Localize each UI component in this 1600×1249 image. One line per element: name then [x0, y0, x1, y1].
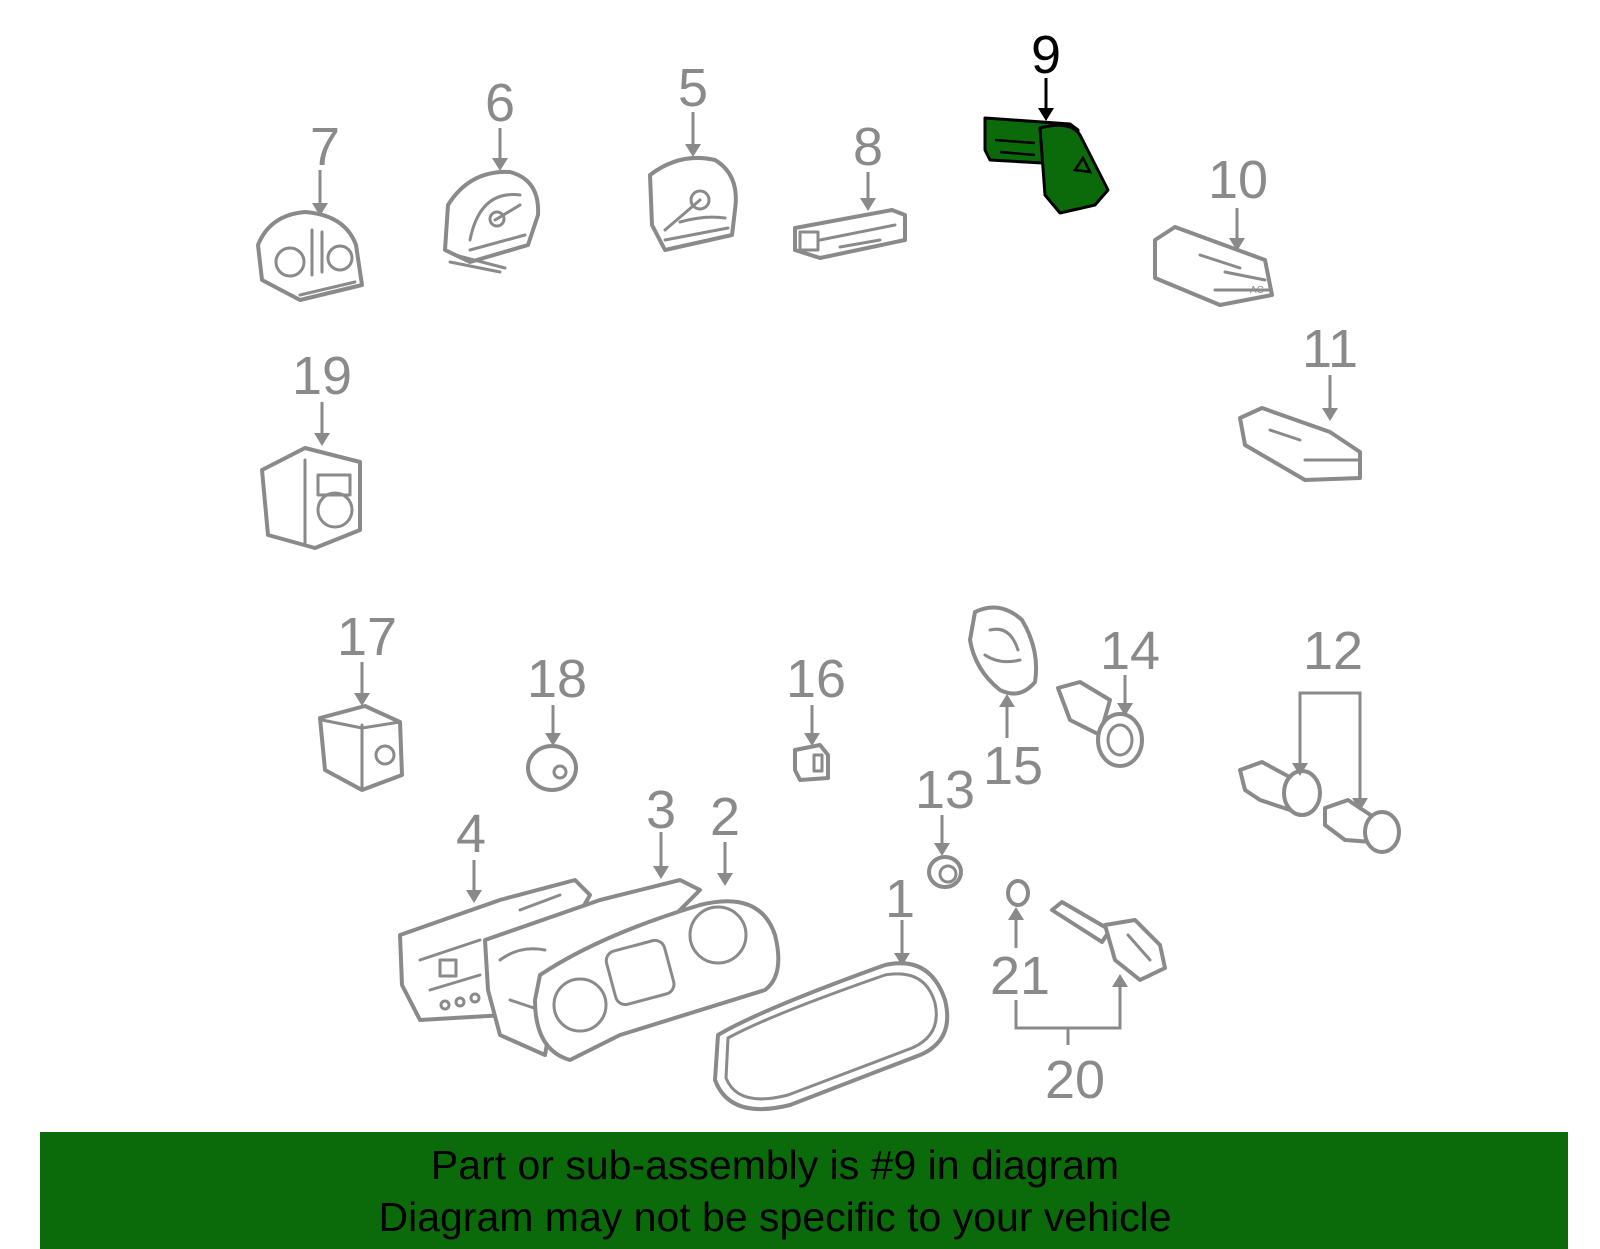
parts-diagram: 7 6 5 8 9 AC 10 — [256, 25, 1401, 1112]
banner-line-1: Part or sub-assembly is #9 in diagram — [430, 1142, 1120, 1188]
callout-9[interactable]: 9 — [1031, 25, 1061, 85]
info-banner: Part or sub-assembly is #9 in diagram Di… — [40, 1132, 1568, 1249]
part-20-drawing[interactable] — [1050, 900, 1167, 982]
part-13-arrowhead — [934, 843, 950, 856]
callout-21[interactable]: 21 — [990, 946, 1050, 1006]
part-10-arrowhead — [1229, 238, 1245, 251]
part-5-drawing[interactable] — [648, 155, 738, 252]
part-12-arrowhead-a — [1292, 763, 1308, 776]
part-11-arrowhead — [1322, 408, 1338, 421]
part-16-drawing[interactable] — [793, 743, 830, 782]
part-18-arrowhead — [545, 733, 561, 746]
callout-17[interactable]: 17 — [337, 607, 397, 667]
part-12-drawing[interactable] — [1238, 760, 1401, 854]
part-20-arrowhead — [1112, 974, 1128, 987]
callout-15[interactable]: 15 — [983, 736, 1043, 796]
part-15-drawing[interactable] — [968, 605, 1039, 696]
part-19-arrowhead — [314, 433, 330, 446]
part-21-drawing[interactable] — [1006, 879, 1030, 907]
part-9-hazard-switch[interactable] — [983, 116, 1110, 215]
callout-12[interactable]: 12 — [1303, 621, 1363, 681]
callout-5[interactable]: 5 — [678, 58, 708, 118]
part-9-arrowhead — [1038, 108, 1054, 121]
callout-16[interactable]: 16 — [786, 649, 846, 709]
part-15-arrowhead — [999, 694, 1015, 707]
part-2-drawing[interactable] — [533, 899, 781, 1062]
part-17-drawing[interactable] — [318, 704, 404, 792]
banner-line-2: Diagram may not be specific to your vehi… — [378, 1194, 1172, 1240]
callout-3[interactable]: 3 — [646, 780, 676, 840]
callout-6[interactable]: 6 — [485, 73, 515, 133]
part-14-drawing[interactable] — [1056, 680, 1144, 768]
part-20-leader — [1014, 985, 1122, 1045]
part-8-arrowhead — [860, 198, 876, 211]
part-13-drawing[interactable] — [927, 855, 963, 889]
part-8-drawing[interactable] — [793, 208, 907, 260]
part-2-arrowhead — [717, 873, 733, 886]
svg-text:AC: AC — [1250, 285, 1264, 296]
callout-19[interactable]: 19 — [292, 346, 352, 406]
part-1-drawing[interactable] — [713, 961, 950, 1112]
part-10-drawing[interactable]: AC — [1153, 225, 1274, 307]
part-19-drawing[interactable] — [260, 446, 362, 550]
part-17-arrowhead — [354, 693, 370, 706]
callout-8[interactable]: 8 — [853, 117, 883, 177]
part-16-arrowhead — [804, 733, 820, 746]
callout-10[interactable]: 10 — [1208, 150, 1268, 210]
callout-11[interactable]: 11 — [1302, 319, 1358, 379]
part-18-drawing[interactable] — [526, 744, 578, 792]
callout-13[interactable]: 13 — [915, 760, 975, 820]
part-5-arrowhead — [685, 144, 701, 157]
part-3-arrowhead — [653, 866, 669, 879]
part-6-drawing[interactable] — [443, 169, 541, 274]
callout-2[interactable]: 2 — [710, 787, 740, 847]
part-7-arrowhead — [312, 203, 328, 216]
part-4-arrowhead — [466, 890, 482, 903]
part-14-arrowhead — [1117, 703, 1133, 716]
callout-18[interactable]: 18 — [527, 649, 587, 709]
part-12-leader — [1298, 691, 1362, 800]
part-12-arrowhead-b — [1352, 798, 1368, 811]
part-21-arrowhead — [1008, 907, 1024, 920]
part-1-arrowhead — [894, 953, 910, 966]
part-11-drawing[interactable] — [1238, 406, 1362, 482]
part-6-arrowhead — [492, 158, 508, 171]
callout-20[interactable]: 20 — [1045, 1050, 1105, 1110]
callout-1[interactable]: 1 — [885, 869, 915, 929]
callout-14[interactable]: 14 — [1100, 621, 1160, 681]
callout-4[interactable]: 4 — [456, 804, 486, 864]
callout-7[interactable]: 7 — [310, 117, 340, 177]
part-7-drawing[interactable] — [256, 210, 364, 302]
